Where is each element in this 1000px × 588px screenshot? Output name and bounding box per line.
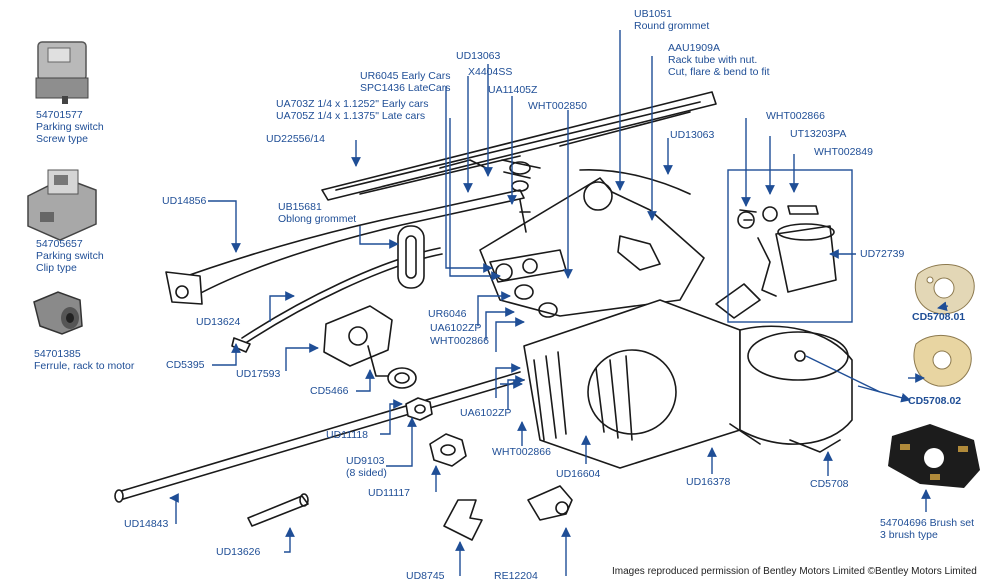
label-wht002850: WHT002850 [528, 100, 587, 112]
short-rack-drawing [247, 493, 309, 527]
label-ud8745: UD8745 [406, 570, 445, 582]
parking-switch-clip-image [27, 169, 97, 241]
label-wht002866-mid: WHT002866 [430, 335, 489, 347]
label-ud11118: UD11118 [326, 429, 369, 441]
label-ud13624: UD13624 [196, 316, 241, 328]
label-ud14843: UD14843 [124, 518, 169, 530]
label-ub1051: UB1051 Round grommet [634, 8, 710, 32]
wiper-arm-drawing [165, 189, 525, 305]
label-ur6045: UR6045 Early Cars SPC1436 LateCars [360, 70, 451, 94]
parking-switch-screw-image [35, 41, 89, 104]
label-54705657: 54705657 Parking switch Clip type [36, 238, 104, 274]
brush-set-image [888, 424, 980, 488]
copyright-credit: Images reproduced permission of Bentley … [612, 566, 977, 577]
label-ua6102zp-top: UA6102ZP [430, 322, 482, 334]
brush-plate-01-image [914, 263, 975, 315]
label-ud22556: UD22556/14 [266, 133, 325, 145]
long-rack-drawing [114, 371, 525, 503]
label-re12204: RE12204 [494, 570, 538, 582]
label-x4404ss: X4404SS [468, 66, 513, 78]
label-cd5708: CD5708 [810, 478, 849, 490]
label-ub15681: UB15681 Oblong grommet [278, 201, 357, 225]
label-54701577: 54701577 Parking switch Screw type [36, 109, 104, 145]
wiper-blade-drawing [321, 91, 717, 201]
label-ud17593: UD17593 [236, 368, 281, 380]
label-54701385: 54701385 Ferrule, rack to motor [34, 348, 135, 372]
label-aau1909a: AAU1909A Rack tube with nut. Cut, flare … [668, 42, 770, 78]
leader-lines [169, 30, 949, 576]
label-ud13626: UD13626 [216, 546, 261, 558]
label-cd5395: CD5395 [166, 359, 205, 371]
wheel-box-drawing [323, 305, 393, 377]
label-ua11405z: UA11405Z [488, 84, 538, 96]
label-ud11117: UD11117 [368, 487, 411, 499]
label-ud16604: UD16604 [556, 468, 601, 480]
label-ud14856: UD14856 [162, 195, 207, 207]
label-wht002866-top: WHT002866 [766, 110, 825, 122]
label-ur6046: UR6046 [428, 308, 467, 320]
label-ut13203pa: UT13203PA [790, 128, 847, 140]
label-cd5466: CD5466 [310, 385, 349, 397]
label-ua703z: UA703Z 1/4 x 1.1252" Early cars UA705Z 1… [276, 98, 429, 122]
label-54704696: 54704696 Brush set 3 brush type [880, 517, 974, 541]
label-cd5708-01: CD5708.01 [912, 311, 966, 323]
ferrule-image [33, 291, 83, 335]
wiper-motor-drawing [523, 283, 853, 469]
motor-bracket-drawing [479, 159, 705, 318]
label-ud9103: UD9103 (8 sided) [346, 455, 387, 479]
label-ua6102zp-low: UA6102ZP [460, 407, 512, 419]
label-cd5708-02: CD5708.02 [908, 395, 962, 407]
brush-plate-02-image [913, 334, 972, 387]
label-ud13063-mid: UD13063 [670, 129, 715, 141]
switch-group-box [727, 169, 853, 323]
parking-switch-drawing [737, 205, 837, 297]
label-ud13063-top: UD13063 [456, 50, 501, 62]
label-ud16378: UD16378 [686, 476, 731, 488]
label-wht002866-low: WHT002866 [492, 446, 551, 458]
label-wht002849: WHT002849 [814, 146, 873, 158]
oblong-grommet-drawing [397, 225, 425, 289]
label-ud72739: UD72739 [860, 248, 905, 260]
